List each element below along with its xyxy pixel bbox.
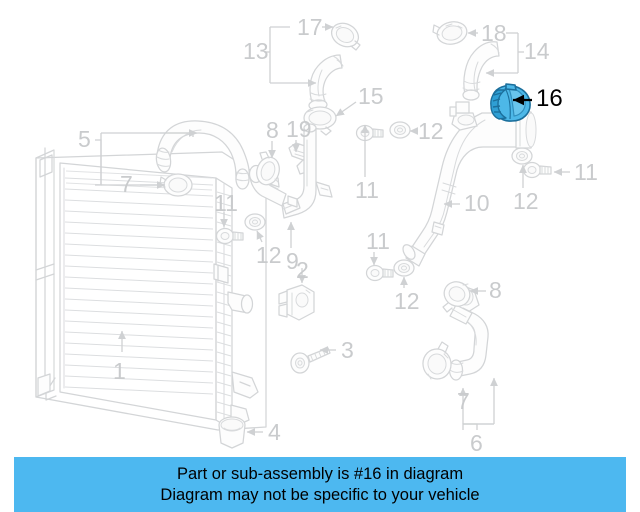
callout-12d: 12 <box>513 188 539 214</box>
callout-5: 5 <box>78 126 91 152</box>
part-notice-banner: Part or sub-assembly is #16 in diagram D… <box>14 457 626 512</box>
part-1-charge-air-cooler <box>35 147 267 435</box>
callout-17: 17 <box>297 14 323 40</box>
banner-line-2: Diagram may not be specific to your vehi… <box>160 485 480 504</box>
part-2-bracket <box>278 284 315 321</box>
callout-10: 10 <box>464 190 490 216</box>
callout-1: 1 <box>113 358 126 384</box>
part-5-upper-hose <box>155 120 250 190</box>
part-15-clamp <box>303 106 337 136</box>
part-11-left-stud <box>215 227 244 245</box>
part-11-right-stud <box>522 161 552 179</box>
callout-18: 18 <box>481 20 507 46</box>
callout-12c: 12 <box>394 288 420 314</box>
part-11-upper-stud <box>355 124 384 142</box>
leader-15 <box>335 101 357 117</box>
callout-4: 4 <box>268 419 281 445</box>
part-4-grommet <box>218 416 246 449</box>
callout-2: 2 <box>296 257 309 283</box>
callout-11c: 11 <box>366 228 390 254</box>
callout-6: 6 <box>470 430 483 456</box>
callout-12b: 12 <box>418 118 444 144</box>
callout-3: 3 <box>341 337 354 363</box>
callout-11d: 11 <box>574 159 598 185</box>
bracket-5-tick <box>95 139 102 186</box>
part-3-bolt <box>290 347 331 374</box>
callout-7b: 7 <box>457 388 470 414</box>
callout-16-highlighted: 16 <box>536 85 563 112</box>
part-6-lower-hose <box>448 304 489 381</box>
part-8-right-clamp <box>442 281 471 313</box>
part-8-left-clamp <box>256 151 280 186</box>
callout-12a: 12 <box>256 242 282 268</box>
banner-line-1: Part or sub-assembly is #16 in diagram <box>176 464 464 483</box>
callout-11a: 11 <box>214 190 238 216</box>
callout-15: 15 <box>358 83 384 109</box>
callout-14: 14 <box>524 38 550 64</box>
part-12-left-grommet <box>244 213 266 231</box>
leader-12a <box>256 230 264 243</box>
part-12-upper-grommet <box>389 121 411 139</box>
callout-9: 9 <box>286 248 299 274</box>
part-11-center-stud <box>365 264 394 282</box>
part-7-right-clamp <box>422 341 452 380</box>
callout-19: 19 <box>286 116 312 142</box>
part-14-hose <box>462 41 500 101</box>
part-18-clamp <box>432 21 468 45</box>
callout-8a: 8 <box>266 117 279 143</box>
callout-7a: 7 <box>120 171 133 197</box>
part-12-center-grommet <box>393 259 415 277</box>
leader-lines <box>95 23 570 436</box>
part-17-clamp <box>330 22 361 51</box>
part-12-right-grommet <box>511 147 533 165</box>
callout-13: 13 <box>243 38 269 64</box>
callout-8b: 8 <box>489 277 502 303</box>
part-16-cap-valve-highlighted <box>490 83 531 122</box>
callout-11b: 11 <box>355 177 379 203</box>
